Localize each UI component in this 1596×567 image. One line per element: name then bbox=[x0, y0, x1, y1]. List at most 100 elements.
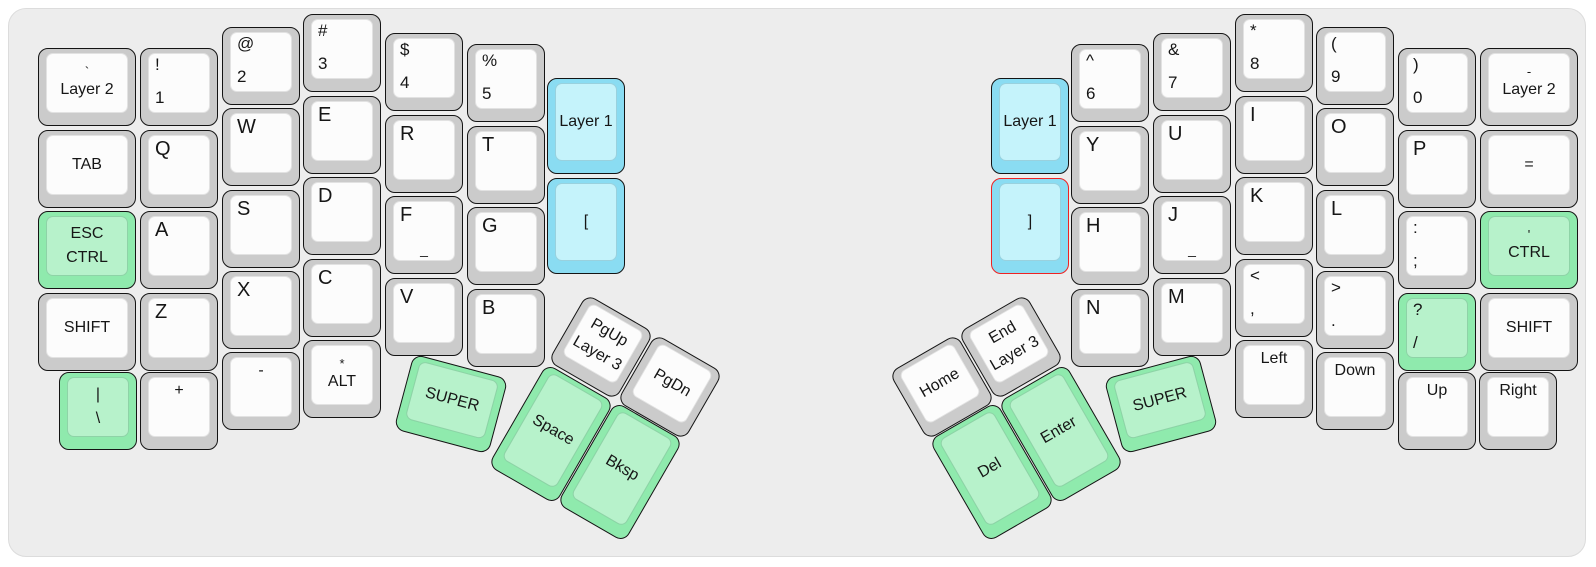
key-k[interactable]: K bbox=[1235, 177, 1313, 255]
key-label: @ bbox=[237, 34, 255, 53]
key-t[interactable]: T bbox=[467, 126, 545, 204]
key-minus-left[interactable]: - bbox=[222, 352, 300, 430]
keycap-face: ESC CTRL bbox=[46, 216, 128, 276]
key-9[interactable]: (9 bbox=[1316, 27, 1394, 105]
key-p[interactable]: P bbox=[1398, 130, 1476, 208]
key-j[interactable]: J_ bbox=[1153, 196, 1231, 274]
key-pipe-backslash[interactable]: |\ bbox=[59, 372, 137, 450]
keycap-face: >. bbox=[1324, 276, 1386, 336]
key-n[interactable]: N bbox=[1071, 289, 1149, 367]
key-label: Bksp bbox=[602, 451, 642, 485]
key-esc-ctrl[interactable]: ESC CTRL bbox=[38, 211, 136, 289]
keycap-face: J_ bbox=[1161, 201, 1223, 261]
key-label: Space bbox=[529, 411, 578, 449]
key-3[interactable]: #3 bbox=[303, 14, 381, 92]
key-layer2-right[interactable]: -Layer 2 bbox=[1480, 48, 1578, 126]
key-label: Right bbox=[1499, 382, 1537, 399]
key-label: + bbox=[174, 382, 184, 399]
keycap-face: (9 bbox=[1324, 32, 1386, 92]
key-super-left[interactable]: SUPER bbox=[393, 353, 509, 455]
key-d[interactable]: D bbox=[303, 177, 381, 255]
key-label: 5 bbox=[482, 84, 492, 104]
key-label: ^ bbox=[1086, 51, 1094, 70]
key-label: ; bbox=[1413, 251, 1418, 271]
key-shift-right[interactable]: SHIFT bbox=[1480, 293, 1578, 371]
key-e[interactable]: E bbox=[303, 96, 381, 174]
keycap-face: K bbox=[1243, 182, 1305, 242]
key-layer2-left[interactable]: `Layer 2 bbox=[38, 48, 136, 126]
keycap-face: SUPER bbox=[1112, 360, 1208, 440]
key-label: ESC bbox=[70, 225, 104, 242]
key-f[interactable]: F_ bbox=[385, 196, 463, 274]
key-label: Down bbox=[1334, 362, 1376, 379]
key-plus[interactable]: + bbox=[140, 372, 218, 450]
key-w[interactable]: W bbox=[222, 108, 300, 186]
key-1[interactable]: !1 bbox=[140, 48, 218, 126]
key-label: > bbox=[1331, 278, 1341, 297]
key-x[interactable]: X bbox=[222, 271, 300, 349]
key-s[interactable]: S bbox=[222, 190, 300, 268]
key-q[interactable]: Q bbox=[140, 130, 218, 208]
keycap-face: I bbox=[1243, 101, 1305, 161]
key-7[interactable]: &7 bbox=[1153, 33, 1231, 111]
key-label: Layer 1 bbox=[559, 113, 613, 130]
key-tab[interactable]: TAB bbox=[38, 130, 136, 208]
key-6[interactable]: ^6 bbox=[1071, 44, 1149, 122]
keycap-face: :; bbox=[1406, 216, 1468, 276]
key-0[interactable]: )0 bbox=[1398, 48, 1476, 126]
key-label: = bbox=[1524, 156, 1534, 173]
key-label: CTRL bbox=[66, 249, 108, 266]
key-semicolon[interactable]: :; bbox=[1398, 211, 1476, 289]
keycap-face: Z bbox=[148, 298, 210, 358]
keycap-face: SHIFT bbox=[46, 298, 128, 358]
key-g[interactable]: G bbox=[467, 207, 545, 285]
key-question-slash[interactable]: ?/ bbox=[1398, 293, 1476, 371]
key-label: V bbox=[400, 286, 414, 308]
key-equals[interactable]: = bbox=[1480, 130, 1578, 208]
keycap-face: TAB bbox=[46, 135, 128, 195]
key-a[interactable]: A bbox=[140, 211, 218, 289]
key-layer1-left[interactable]: Layer 1 bbox=[547, 78, 625, 174]
key-label: Left bbox=[1260, 350, 1288, 367]
key-b[interactable]: B bbox=[467, 289, 545, 367]
key-super-right[interactable]: SUPER bbox=[1103, 353, 1219, 455]
key-v[interactable]: V bbox=[385, 278, 463, 356]
keycap-face: O bbox=[1324, 113, 1386, 173]
key-quote-ctrl[interactable]: 'CTRL bbox=[1480, 211, 1578, 289]
key-o[interactable]: O bbox=[1316, 108, 1394, 186]
key-label: _ bbox=[420, 241, 428, 258]
key-label: ` bbox=[84, 64, 90, 80]
key-label: L bbox=[1331, 198, 1343, 220]
key-comma[interactable]: <, bbox=[1235, 259, 1313, 337]
keycap-face: Layer 1 bbox=[999, 83, 1061, 161]
key-label: , bbox=[1250, 299, 1255, 319]
key-lbracket[interactable]: [ bbox=[547, 178, 625, 274]
keycap-face: SUPER bbox=[404, 360, 500, 440]
key-up-arrow[interactable]: Up bbox=[1398, 372, 1476, 450]
key-h[interactable]: H bbox=[1071, 207, 1149, 285]
key-z[interactable]: Z bbox=[140, 293, 218, 371]
key-m[interactable]: M bbox=[1153, 278, 1231, 356]
key-y[interactable]: Y bbox=[1071, 126, 1149, 204]
key-left-arrow[interactable]: Left bbox=[1235, 340, 1313, 418]
key-shift-left[interactable]: SHIFT bbox=[38, 293, 136, 371]
key-c[interactable]: C bbox=[303, 259, 381, 337]
key-right-arrow[interactable]: Right bbox=[1479, 372, 1557, 450]
keycap-face: -Layer 2 bbox=[1488, 53, 1570, 113]
key-2[interactable]: @2 bbox=[222, 27, 300, 105]
key-rbracket[interactable]: ] bbox=[991, 178, 1069, 274]
key-down-arrow[interactable]: Down bbox=[1316, 352, 1394, 430]
keycap-face: `Layer 2 bbox=[46, 53, 128, 113]
key-r[interactable]: R bbox=[385, 115, 463, 193]
key-layer1-right[interactable]: Layer 1 bbox=[991, 78, 1069, 174]
key-u[interactable]: U bbox=[1153, 115, 1231, 193]
key-i[interactable]: I bbox=[1235, 96, 1313, 174]
key-period[interactable]: >. bbox=[1316, 271, 1394, 349]
keycap-face: E bbox=[311, 101, 373, 161]
key-4[interactable]: $4 bbox=[385, 33, 463, 111]
keycap-face: @2 bbox=[230, 32, 292, 92]
key-8[interactable]: *8 bbox=[1235, 14, 1313, 92]
key-alt[interactable]: *ALT bbox=[303, 340, 381, 418]
key-l[interactable]: L bbox=[1316, 190, 1394, 268]
key-5[interactable]: %5 bbox=[467, 44, 545, 122]
